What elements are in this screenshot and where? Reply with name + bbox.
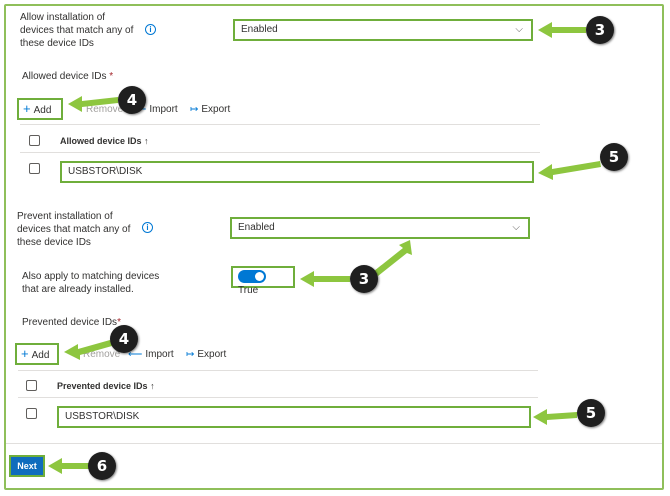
- add-button[interactable]: +Add: [17, 98, 63, 120]
- select-all-checkbox[interactable]: [26, 380, 37, 391]
- callout-badge: 4: [118, 86, 146, 114]
- device-id-input[interactable]: USBSTOR\DISK: [57, 406, 531, 428]
- next-button[interactable]: Next: [9, 455, 45, 477]
- plus-icon: +: [21, 346, 29, 361]
- callout-badge: 4: [110, 325, 138, 353]
- divider: [20, 124, 540, 125]
- callout-badge: 6: [88, 452, 116, 480]
- prevented-ids-command-bar: +Add Remove ⟵Import ↦Export: [15, 343, 278, 365]
- prevented-device-ids-title: Prevented device IDs*: [22, 317, 121, 328]
- select-value: Enabled: [238, 222, 275, 233]
- select-value: Enabled: [241, 24, 278, 35]
- callout-badge: 5: [577, 399, 605, 427]
- also-apply-toggle[interactable]: True: [231, 266, 295, 296]
- column-header[interactable]: Allowed device IDs ↑: [60, 136, 149, 146]
- sort-ascending-icon: ↑: [150, 381, 155, 391]
- select-all-checkbox[interactable]: [29, 135, 40, 146]
- divider: [20, 152, 540, 153]
- plus-icon: +: [23, 101, 31, 116]
- allowed-ids-command-bar: +Add Remove ⟵Import ↦Export: [17, 98, 280, 120]
- allowed-device-ids-title: Allowed device IDs *: [22, 71, 114, 82]
- add-button[interactable]: +Add: [15, 343, 59, 365]
- chevron-down-icon: ⌵: [512, 222, 520, 233]
- chevron-down-icon: ⌵: [515, 24, 523, 35]
- import-button[interactable]: ⟵Import: [128, 349, 174, 360]
- prevent-installation-label: Prevent installation of devices that mat…: [17, 211, 131, 248]
- sort-ascending-icon: ↑: [144, 136, 149, 146]
- callout-badge: 3: [586, 16, 614, 44]
- info-icon[interactable]: i: [145, 24, 156, 35]
- allow-installation-label: Allow installation of devices that match…: [20, 12, 134, 49]
- import-icon: ⟵: [128, 349, 143, 360]
- info-icon[interactable]: i: [142, 222, 153, 233]
- footer-divider: [6, 443, 662, 444]
- callout-badge: 5: [600, 143, 628, 171]
- callout-badge: 3: [350, 265, 378, 293]
- prevent-installation-select[interactable]: Enabled ⌵: [230, 217, 530, 239]
- export-button[interactable]: ↦Export: [186, 349, 227, 360]
- row-checkbox[interactable]: [29, 163, 40, 174]
- divider: [18, 397, 538, 398]
- column-header[interactable]: Prevented device IDs ↑: [57, 381, 155, 391]
- also-apply-label: Also apply to matching devices that are …: [22, 271, 160, 295]
- device-id-input[interactable]: USBSTOR\DISK: [60, 161, 534, 183]
- export-button[interactable]: ↦Export: [190, 104, 231, 115]
- divider: [18, 370, 538, 371]
- export-icon: ↦: [190, 104, 199, 115]
- export-icon: ↦: [186, 349, 195, 360]
- row-checkbox[interactable]: [26, 408, 37, 419]
- allow-installation-select[interactable]: Enabled ⌵: [233, 19, 533, 41]
- toggle-switch[interactable]: [238, 270, 266, 283]
